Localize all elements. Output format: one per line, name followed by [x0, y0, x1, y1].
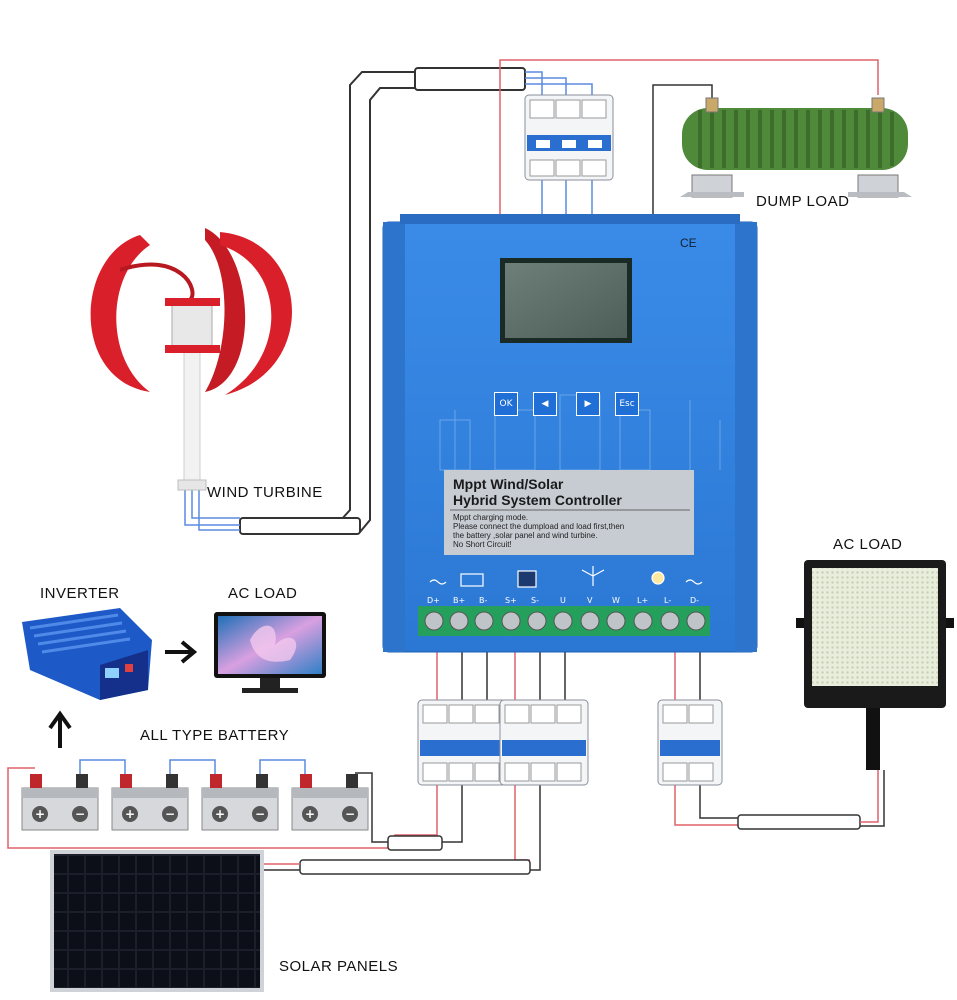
esc-button[interactable]: Esc [615, 392, 639, 416]
battery-3 [201, 774, 279, 831]
ce-mark: CE [680, 236, 697, 250]
terminal-label-w: W [612, 596, 620, 605]
controller-title-line1: Mppt Wind/Solar [453, 476, 564, 492]
dumpload-dark-wire [652, 84, 713, 215]
ok-button[interactable]: OK [494, 392, 518, 416]
battery-2 [111, 774, 189, 831]
wind-turbine [90, 228, 292, 491]
right-arrow-button[interactable]: ▶ [576, 392, 600, 416]
svg-text:−: − [255, 807, 265, 821]
svg-text:+: + [215, 807, 225, 821]
terminal-label-d-minus: D- [690, 596, 700, 605]
solar-panels-label: SOLAR PANELS [279, 958, 399, 975]
load-red-wire [674, 785, 740, 826]
svg-text:+: + [125, 807, 135, 821]
terminal-label-d-plus: D+ [427, 596, 440, 605]
controller-title: Mppt Wind/Solar Hybrid System Controller [453, 476, 691, 508]
battery-dark-wire [355, 772, 463, 843]
controller-note-line1: Mppt charging mode. [453, 513, 529, 522]
controller-title-line2: Hybrid System Controller [453, 492, 622, 508]
solar-red-wire [514, 785, 530, 861]
solar-breaker [499, 699, 589, 786]
ac-load-monitor [214, 612, 326, 693]
terminal-label-u: U [560, 596, 566, 605]
terminal-label-l-minus: L- [664, 596, 672, 605]
controller-note: Mppt charging mode. Please connect the d… [453, 513, 691, 549]
wind-turbine-label: WIND TURBINE [207, 484, 323, 501]
mppt-controller [382, 214, 758, 653]
dumpload-red-wire [499, 59, 879, 215]
load-dark-wire [699, 785, 740, 819]
arrow-right-icon [165, 640, 198, 664]
controller-note-line3: the battery ,solar panel and wind turbin… [453, 531, 598, 540]
dump-load-resistor [680, 97, 912, 198]
top-breaker [524, 94, 614, 181]
ac-load-left-label: AC LOAD [228, 585, 298, 602]
solar-panel [50, 850, 264, 992]
svg-text:+: + [35, 807, 45, 821]
inverter [22, 608, 152, 700]
terminal-label-b-plus: B+ [453, 596, 466, 605]
controller-note-line2: Please connect the dumpload and load fir… [453, 522, 625, 531]
terminal-label-s-plus: S+ [505, 596, 517, 605]
arrow-up-icon [48, 710, 72, 748]
load-breaker [657, 699, 723, 786]
battery-1 [21, 774, 99, 831]
wires [7, 59, 885, 875]
wind-cable-sleeve-top [414, 67, 526, 91]
battery-label: ALL TYPE BATTERY [140, 727, 290, 744]
terminal-label-v: V [587, 596, 593, 605]
ac-load-right-label: AC LOAD [833, 536, 903, 553]
left-arrow-button[interactable]: ◀ [533, 392, 557, 416]
solar-dark-wire [530, 785, 541, 871]
svg-text:+: + [305, 807, 315, 821]
led-flood-light [796, 560, 954, 770]
terminal-label-s-minus: S- [531, 596, 539, 605]
wind-cable-sleeve [239, 517, 361, 535]
battery-bank: + − + − + − + − [21, 774, 369, 831]
battery-4 [291, 774, 369, 831]
inverter-label: INVERTER [40, 585, 120, 602]
svg-text:−: − [345, 807, 355, 821]
svg-text:−: − [75, 807, 85, 821]
controller-label-panel [444, 470, 694, 555]
controller-note-line4: No Short Circuit! [453, 540, 512, 549]
terminal-label-b-minus: B- [479, 596, 488, 605]
terminal-label-l-plus: L+ [637, 596, 649, 605]
svg-text:−: − [165, 807, 175, 821]
dump-load-label: DUMP LOAD [756, 193, 850, 210]
battery-breaker [417, 699, 507, 786]
